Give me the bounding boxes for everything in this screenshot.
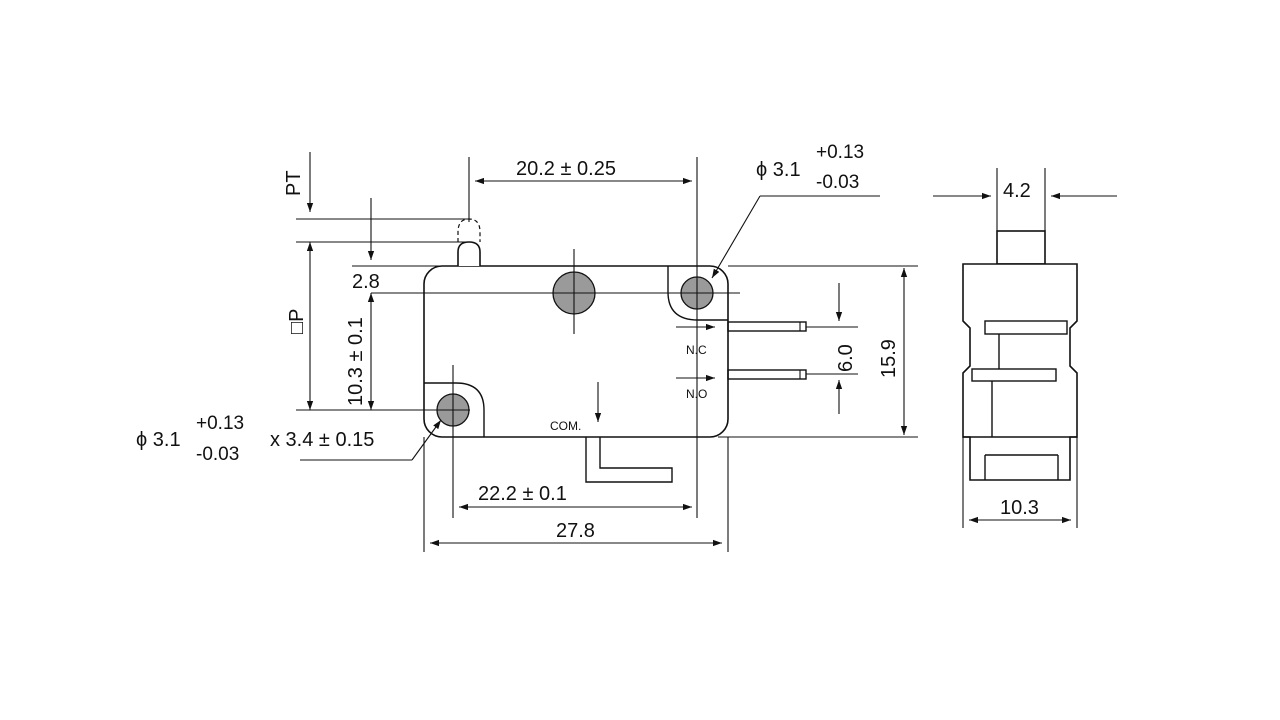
bottom-hole-bracket: [424, 382, 485, 437]
dim-22-2: 22.2 ± 0.1: [478, 483, 567, 505]
dim-27-8: 27.8: [556, 520, 595, 542]
front-view: N.C N.O COM. PT □P 2.8 10.3 ± 0.1 20.2 ±…: [136, 142, 918, 552]
switch-body: [423, 265, 729, 438]
top-hole-bracket: [667, 266, 728, 321]
hole-top-tol-minus: -0.03: [816, 172, 859, 193]
nc-terminal: [727, 321, 807, 332]
com-terminal: [585, 437, 673, 483]
com-label: COM.: [550, 419, 581, 433]
dim-20-2: 20.2 ± 0.25: [516, 158, 616, 180]
hole-bottom-phi: ϕ 3.1: [136, 429, 181, 451]
dim-10-3-tol: 10.3 ± 0.1: [345, 317, 367, 406]
dim-2-8: 2.8: [352, 271, 380, 293]
side-plunger: [996, 230, 1046, 265]
dim-15-9: 15.9: [878, 339, 900, 378]
hole-bottom-depth: x 3.4 ± 0.15: [270, 429, 374, 451]
side-body: [962, 263, 1078, 481]
no-terminal: [727, 369, 807, 380]
op-label: □P: [286, 309, 308, 334]
dim-6-0: 6.0: [835, 344, 857, 372]
side-view: 4.2 10.3: [933, 168, 1117, 528]
hole-top-phi: ϕ 3.1: [756, 159, 801, 181]
side-dim-10-3: 10.3: [1000, 497, 1039, 519]
actuator-plunger: [457, 241, 481, 266]
hole-bottom-tol-plus: +0.13: [196, 413, 244, 434]
side-dim-4-2: 4.2: [1003, 180, 1031, 202]
actuator-pretravel-outline: [457, 218, 481, 242]
hole-top-tol-plus: +0.13: [816, 142, 864, 163]
pt-label: PT: [283, 170, 305, 196]
hole-bottom-tol-minus: -0.03: [196, 444, 239, 465]
